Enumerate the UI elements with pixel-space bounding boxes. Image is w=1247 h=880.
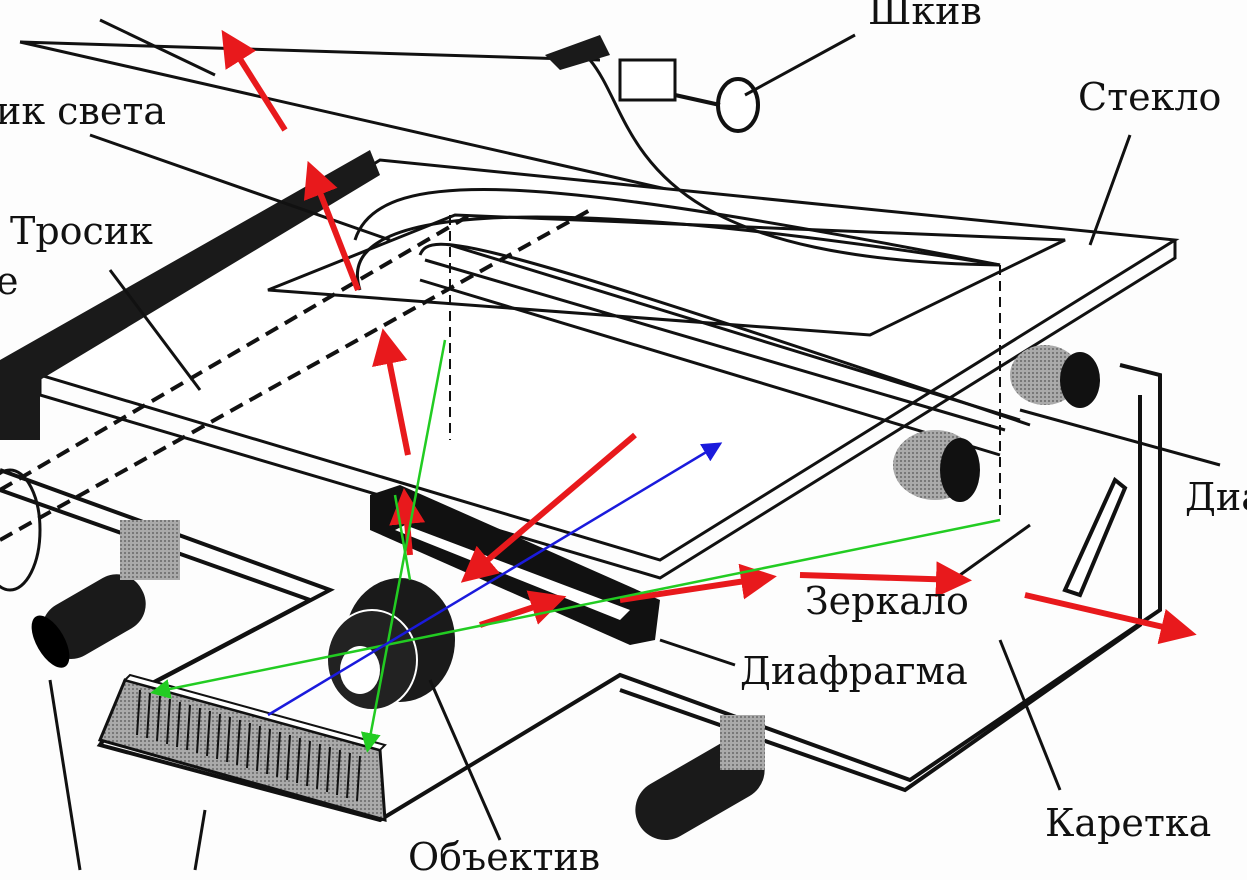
label-carriage: Каретка [1045,801,1212,845]
optical-rays [150,339,1001,753]
pulley-wheel [716,77,760,133]
label-diaphragm: Диафрагма [740,649,968,693]
rollers [0,345,1100,840]
label-lens: Объектив [408,835,601,879]
label-light-source: ик света [0,89,166,133]
lens-cylinder [326,578,455,711]
label-mirror: Зеркало [805,579,969,623]
label-cable: Тросик [10,209,153,253]
label-glass: Стекло [1078,75,1222,119]
sensor-ccd [97,673,387,823]
light-path-arrows [221,29,1197,645]
glass-plate [0,18,1221,580]
label-left-cut: е [0,259,19,303]
leader-lines [48,33,1132,871]
label-pulley: Шкив [868,0,982,33]
label-right-cut: Диа [1185,475,1247,519]
left-rail [0,35,760,440]
